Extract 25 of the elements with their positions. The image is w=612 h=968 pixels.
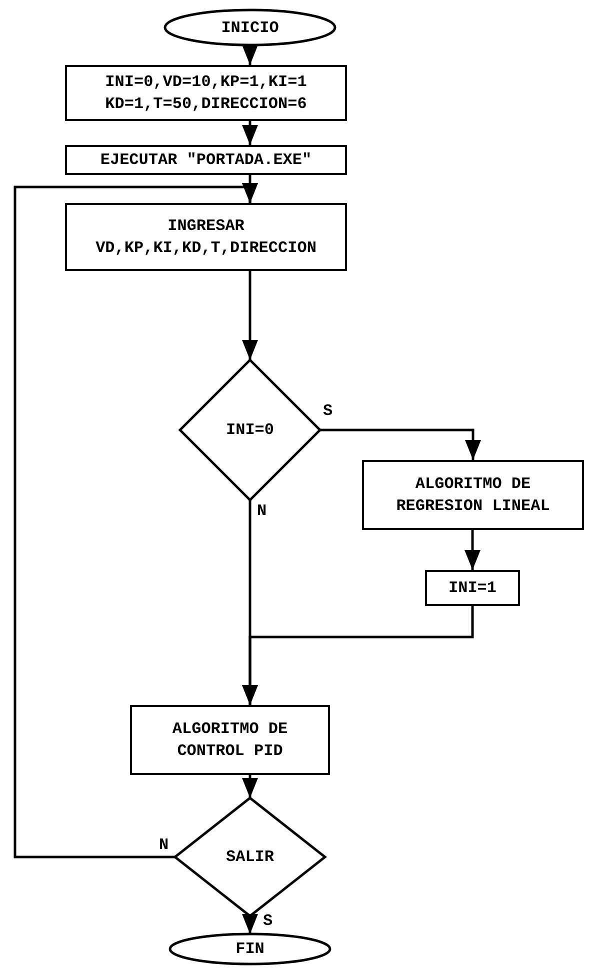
node-text: INICIO [221, 18, 279, 38]
process-box [425, 570, 520, 606]
node-text: FIN [236, 939, 264, 960]
arrow [242, 121, 258, 145]
arrow [14, 183, 258, 858]
arrow [464, 530, 480, 570]
arrow [242, 271, 258, 360]
arrow [242, 914, 258, 934]
arrow [242, 500, 258, 705]
arrow [242, 775, 258, 798]
process-box [65, 145, 347, 175]
node-text: INGRESAR VD,KP,KI,KD,T,DIRECCION [94, 216, 318, 259]
node-text: ALGORITMO DE REGRESION LINEAL [395, 474, 551, 517]
process-box [65, 203, 347, 271]
node-text: INI=0 [226, 420, 274, 441]
process-box [362, 460, 584, 530]
node-text: ALGORITMO DE CONTROL PID [171, 719, 289, 762]
process-box [65, 65, 347, 121]
node-text: INI=1 [448, 578, 496, 599]
process-box [130, 705, 330, 775]
node-text: EJECUTAR "PORTADA.EXE" [100, 150, 312, 171]
arrow [242, 45, 258, 65]
node-text: INI=0,VD=10,KP=1,KI=1 KD=1,T=50,DIRECCION=6 [104, 72, 308, 115]
arrow [320, 428, 481, 460]
node-text: SALIR [226, 847, 274, 868]
